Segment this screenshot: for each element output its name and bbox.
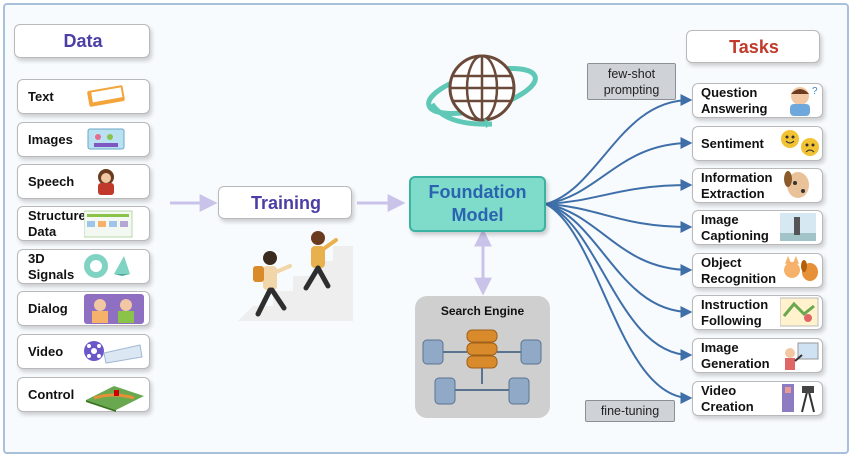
task-item-icon: ? [790, 86, 818, 116]
data-item-label: Dialog [28, 301, 68, 316]
data-item-label: Text [28, 89, 54, 104]
task-item-1: Sentiment [692, 126, 823, 161]
data-item-label: Structured Data [28, 208, 94, 239]
data-item-icon [98, 169, 114, 195]
data-item-0: Text [17, 79, 150, 114]
task-item-0: Question Answering? [692, 83, 823, 118]
database-servers-icon [422, 329, 542, 405]
few-shot-prompting-box: few-shot prompting [587, 63, 676, 100]
task-item-label: Question Answering [701, 85, 768, 116]
data-item-icon [84, 294, 144, 324]
data-header: Data [14, 24, 150, 58]
tasks-header: Tasks [686, 30, 820, 63]
task-item-label: Image Captioning [701, 212, 769, 243]
task-item-label: Information Extraction [701, 170, 773, 201]
data-item-icon [87, 85, 125, 107]
data-item-label: Video [28, 344, 64, 359]
task-item-icon [781, 130, 819, 156]
data-item-7: Control [17, 377, 150, 412]
climber-front [303, 231, 338, 291]
task-item-2: Information Extraction [692, 168, 823, 203]
data-item-label: 3D Signals [28, 251, 75, 282]
task-item-label: Object Recognition [701, 255, 777, 286]
data-item-label: Control [28, 387, 75, 402]
task-item-6: Image Generation [692, 338, 823, 373]
training-label: Training [250, 193, 321, 213]
data-item-icon [84, 341, 143, 364]
search-engine-label: Search Engine [440, 304, 525, 318]
task-item-label: Video Creation [701, 383, 754, 414]
task-item-4: Object Recognition [692, 253, 823, 288]
task-item-icon [780, 213, 816, 241]
climber-back [253, 251, 292, 317]
task-item-icon [784, 171, 809, 198]
foundation-model-box: Foundation Model [409, 176, 546, 232]
data-item-label: Images [28, 132, 73, 147]
data-item-6: Video [17, 334, 150, 369]
few-shot-prompting-label: few-shot prompting [603, 67, 660, 97]
tasks-header-label: Tasks [729, 37, 779, 57]
task-item-3: Image Captioning [692, 210, 823, 245]
data-item-3: Structured Data [17, 206, 150, 241]
data-item-icon [86, 386, 144, 412]
data-item-1: Images [17, 122, 150, 157]
task-item-7: Video Creation [692, 381, 823, 416]
foundation-model-label: Foundation Model [428, 182, 527, 225]
task-item-label: Sentiment [701, 136, 764, 151]
task-item-label: Instruction Following [701, 297, 769, 328]
task-item-icon [784, 256, 818, 281]
climbers-illustration [238, 231, 353, 321]
training-box: Training [218, 186, 352, 219]
search-engine-box: Search Engine [415, 296, 550, 418]
svg-text:?: ? [812, 86, 818, 97]
data-item-2: Speech [17, 164, 150, 199]
data-item-icon [87, 128, 125, 150]
fine-tuning-box: fine-tuning [585, 400, 675, 422]
data-item-icon [84, 254, 130, 278]
globe-icon [426, 54, 538, 128]
data-item-label: Speech [28, 174, 75, 189]
task-item-icon [785, 342, 819, 370]
data-item-4: 3D Signals [17, 249, 150, 284]
task-item-5: Instruction Following [692, 295, 823, 330]
task-item-icon [782, 384, 815, 413]
task-item-label: Image Generation [701, 340, 770, 371]
fine-tuning-label: fine-tuning [600, 404, 660, 418]
task-item-icon [780, 297, 819, 327]
data-item-icon [84, 210, 133, 238]
data-item-5: Dialog [17, 291, 150, 326]
data-header-label: Data [63, 31, 103, 51]
